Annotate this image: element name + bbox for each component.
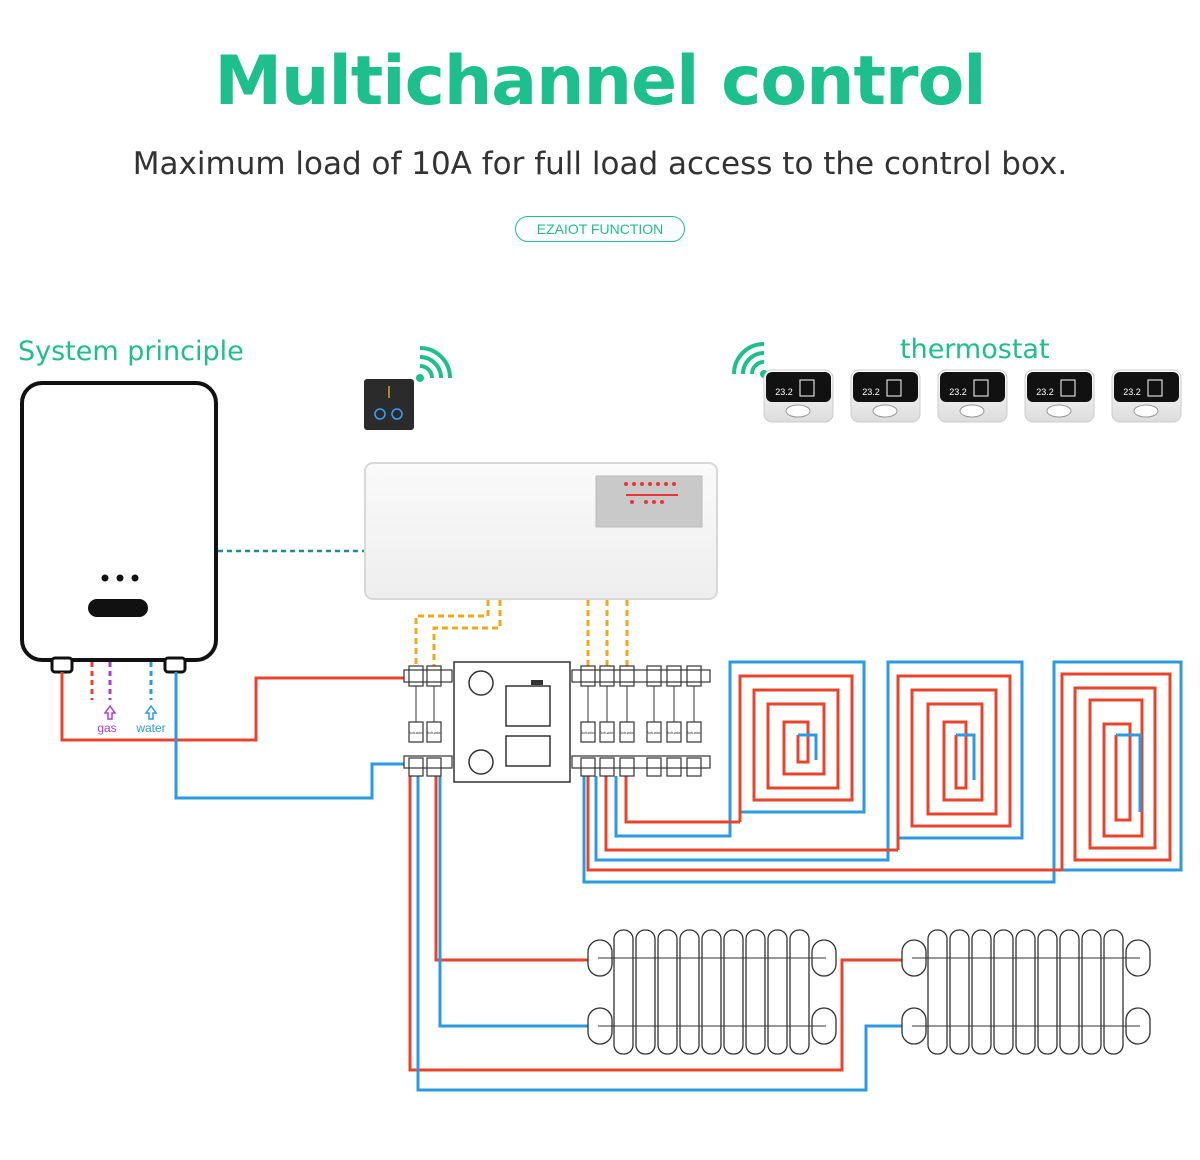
thermostat-reading: 23.2	[1036, 387, 1054, 397]
radiator	[587, 929, 837, 1055]
thermostat-device: 23.2	[763, 369, 834, 423]
actuator-label: Actuator	[409, 730, 425, 735]
thermostat-device: 23.2	[850, 369, 921, 423]
gas-label: gas	[97, 721, 116, 735]
actuator-label: Actuator	[647, 730, 663, 735]
valve: Actuator	[408, 665, 425, 777]
valve: Actuator	[599, 665, 616, 777]
thermostat-reading: 23.2	[862, 387, 880, 397]
valve: Actuator	[580, 665, 597, 777]
control-box	[364, 462, 718, 600]
thermostat-reading: 23.2	[1123, 387, 1141, 397]
actuator-label: Actuator	[600, 730, 616, 735]
supply-pipes	[60, 672, 404, 800]
actuator-label: Actuator	[581, 730, 597, 735]
page-subtitle: Maximum load of 10A for full load access…	[132, 146, 1068, 182]
function-badge: EZAIOT FUNCTION	[515, 216, 685, 242]
radiator	[901, 929, 1151, 1055]
thermostat-group: 23.2 23.2 23.2 23.2 23.2	[763, 369, 1182, 423]
page-title: Multichannel control	[214, 42, 986, 121]
manifold	[453, 661, 571, 783]
thermostat-label: thermostat	[900, 334, 1050, 365]
boiler-unit	[20, 381, 218, 674]
system-principle-label: System principle	[18, 336, 244, 367]
thermostat-device: 23.2	[1111, 369, 1182, 423]
radiators	[587, 929, 1151, 1055]
water-label: water	[135, 721, 165, 735]
actuator-label: Actuator	[620, 730, 636, 735]
valve: Actuator	[686, 665, 703, 777]
underfloor-loops	[582, 660, 1183, 884]
radiator-pipes	[408, 776, 904, 1092]
smart-switch	[364, 379, 414, 430]
thermostat-reading: 23.2	[949, 387, 967, 397]
wifi-icon	[416, 346, 452, 382]
valve: Actuator	[619, 665, 636, 777]
actuator-label: Actuator	[687, 730, 703, 735]
actuator-label: Actuator	[667, 730, 683, 735]
boiler-inlets: gas water	[90, 662, 166, 735]
valve: Actuator	[666, 665, 683, 777]
actuator-label: Actuator	[427, 730, 443, 735]
thermostat-device: 23.2	[937, 369, 1008, 423]
valve: Actuator	[646, 665, 663, 777]
valve: Actuator	[426, 665, 443, 777]
thermostat-device: 23.2	[1024, 369, 1095, 423]
thermostat-reading: 23.2	[775, 387, 793, 397]
wifi-icon	[732, 342, 768, 378]
signal-wires	[414, 600, 629, 668]
